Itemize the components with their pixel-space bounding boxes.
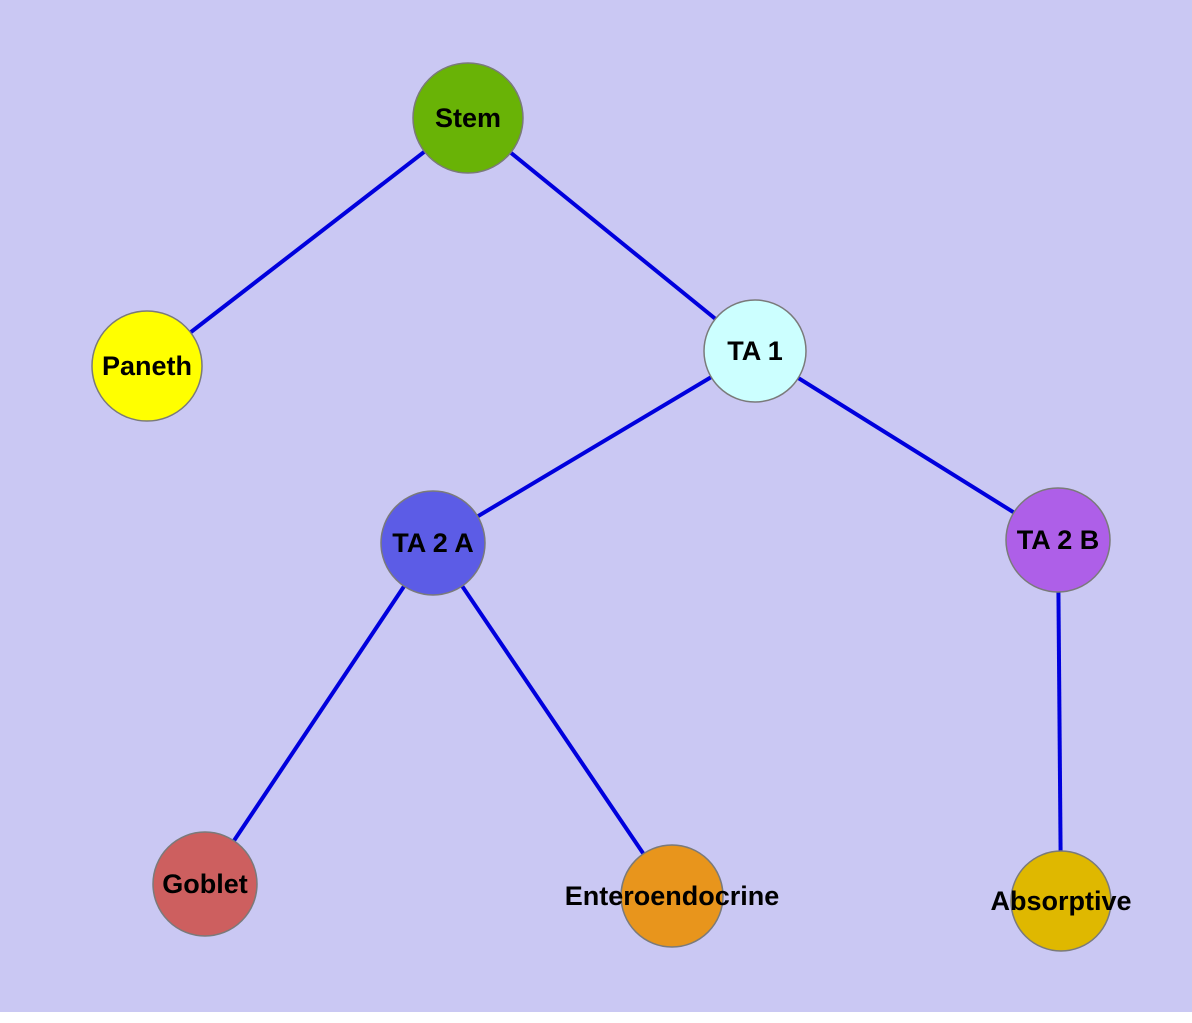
- node-ta2a[interactable]: [380, 490, 486, 596]
- node-entero[interactable]: [620, 844, 724, 948]
- node-ta2b[interactable]: [1005, 487, 1111, 593]
- edge-ta1-ta2b: [753, 349, 1060, 542]
- node-paneth[interactable]: [91, 310, 203, 422]
- edge-ta2a-entero: [431, 541, 674, 898]
- node-goblet[interactable]: [152, 831, 258, 937]
- edge-ta1-ta2a: [431, 349, 757, 545]
- node-stem[interactable]: [412, 62, 524, 174]
- edge-ta2a-goblet: [203, 541, 435, 886]
- node-ta1[interactable]: [703, 299, 807, 403]
- edge-stem-paneth: [145, 116, 470, 368]
- edge-stem-ta1: [466, 116, 757, 353]
- edge-ta2b-absorptive: [1056, 539, 1063, 902]
- node-absorptive[interactable]: [1010, 850, 1112, 952]
